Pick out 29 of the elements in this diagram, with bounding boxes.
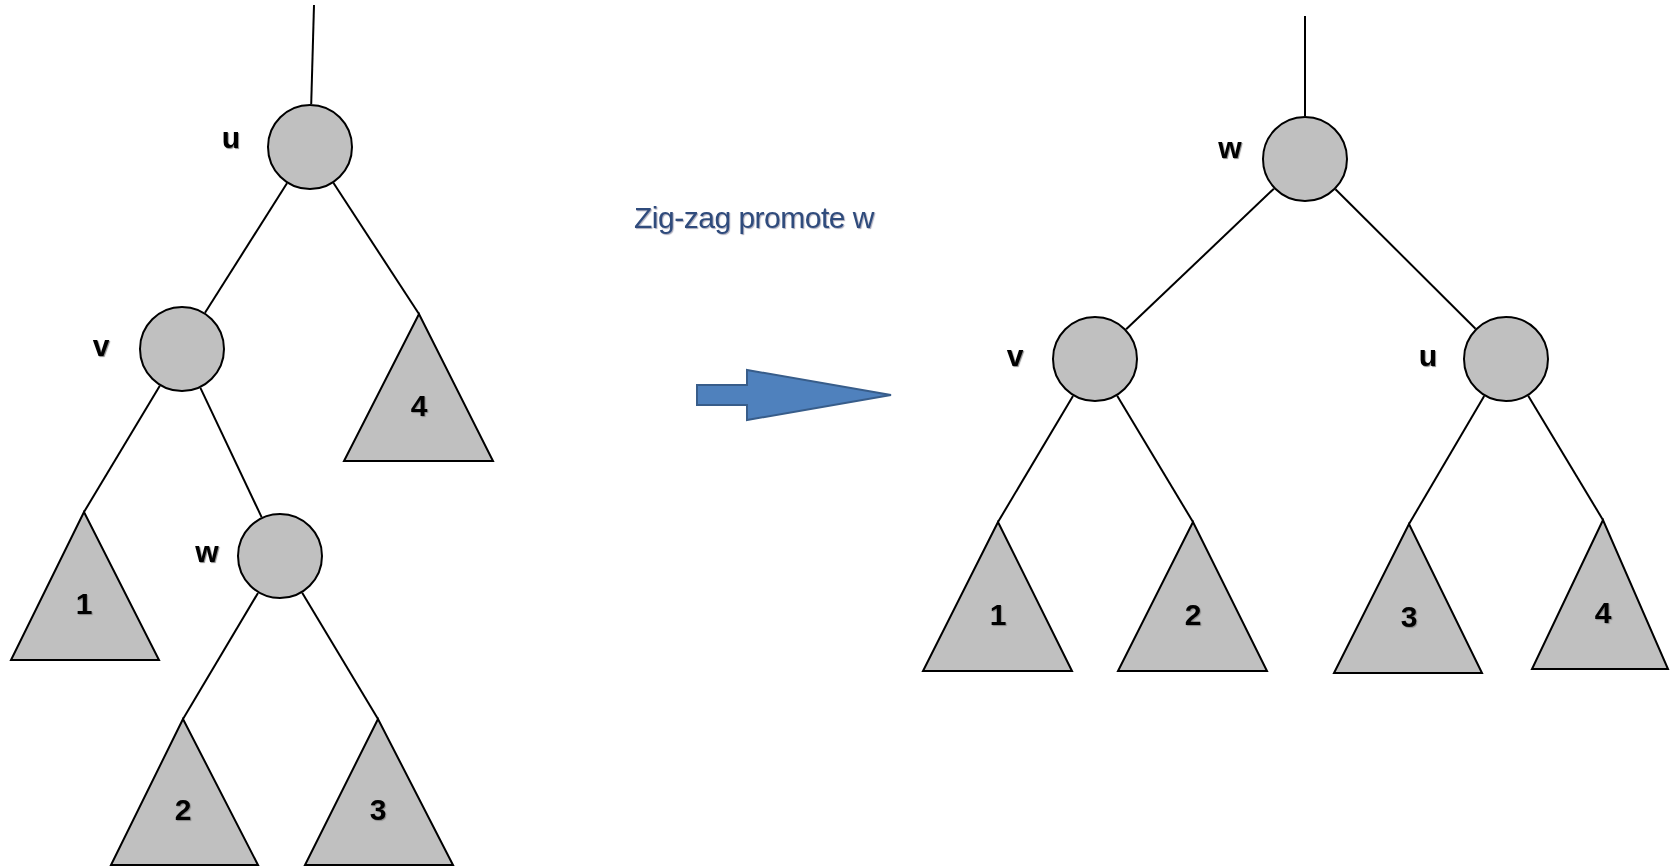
node-label: w bbox=[195, 537, 219, 567]
tree-edge bbox=[182, 591, 259, 720]
tree-edge bbox=[1304, 15, 1306, 117]
tree-edge bbox=[301, 591, 379, 720]
node-label: w bbox=[1218, 133, 1242, 163]
tree-edge bbox=[1125, 187, 1275, 331]
node-label: u bbox=[221, 123, 241, 153]
tree-edge bbox=[1116, 394, 1194, 523]
tree-edge bbox=[1334, 188, 1477, 330]
tree-edge bbox=[204, 182, 288, 314]
tree-edge bbox=[199, 386, 263, 519]
node-label: v bbox=[92, 331, 110, 361]
subtree-label: 1 bbox=[989, 599, 1007, 630]
node-label: v bbox=[1006, 341, 1024, 371]
subtree-label: 3 bbox=[1400, 601, 1418, 632]
subtree-label: 3 bbox=[369, 795, 387, 825]
subtree-label: 2 bbox=[174, 795, 192, 825]
tree-edge bbox=[332, 182, 420, 315]
node-label: u bbox=[1418, 341, 1438, 371]
tree-edge bbox=[310, 4, 315, 105]
tree-edge bbox=[1527, 394, 1604, 521]
tree-edge bbox=[997, 394, 1074, 523]
subtree-label: 1 bbox=[75, 589, 93, 620]
tree-edge bbox=[1408, 395, 1486, 525]
diagram-title: Zig-zag promote w bbox=[634, 201, 874, 235]
subtree-label: 2 bbox=[1184, 599, 1202, 630]
subtree-label: 4 bbox=[1594, 597, 1612, 628]
subtree-label: 4 bbox=[410, 390, 428, 421]
tree-edge bbox=[83, 384, 161, 513]
